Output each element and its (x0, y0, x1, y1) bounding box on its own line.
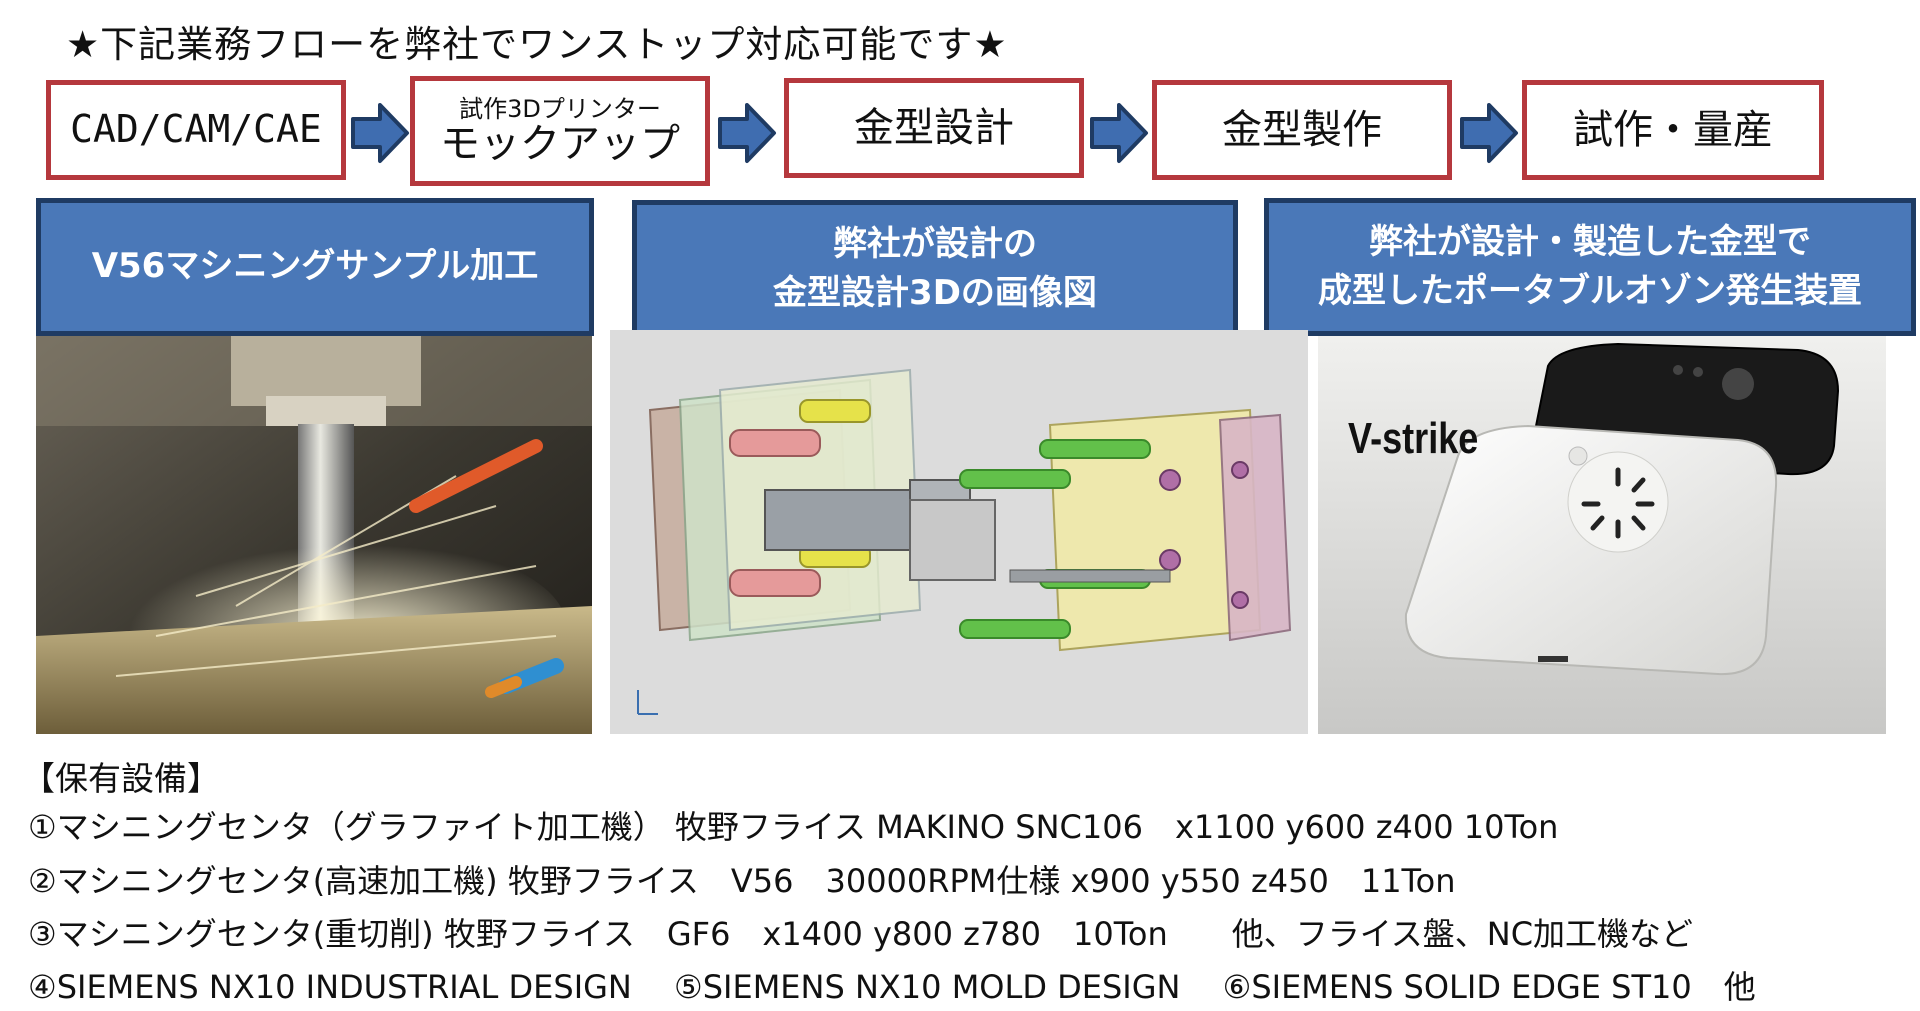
section-mold-3d-design: 弊社が設計の 金型設計3Dの画像図 (632, 200, 1238, 338)
equipment-line-4: ④SIEMENS NX10 INDUSTRIAL DESIGN ⑤SIEMENS… (28, 968, 1756, 1006)
machining-photo (36, 336, 592, 734)
flow-step-label: CAD/CAM/CAE (70, 107, 322, 152)
flow-step-label: モックアップ (440, 121, 680, 167)
flow-step-label: 金型設計 (854, 105, 1014, 151)
arrow-right-icon (351, 103, 409, 163)
flow-step-label: 試作・量産 (1573, 107, 1773, 153)
arrow-right-icon (718, 103, 776, 163)
flow-step-mold-making: 金型製作 (1152, 80, 1452, 180)
section-title-line2: 金型設計3Dの画像図 (773, 273, 1097, 313)
ozone-device-photo: V-strike (1318, 336, 1886, 734)
flow-step-cad-cam-cae: CAD/CAM/CAE (46, 80, 346, 180)
headline: ★下記業務フローを弊社でワンストップ対応可能です★ (66, 23, 1008, 66)
flow-step-production: 試作・量産 (1522, 80, 1824, 180)
equipment-line-2: ②マシニングセンタ(高速加工機) 牧野フライス V56 30000RPM仕様 x… (28, 862, 1456, 900)
section-title-line1: 弊社が設計・製造した金型で (1369, 221, 1811, 262)
device-illustration (1318, 336, 1886, 734)
section-ozone-generator: 弊社が設計・製造した金型で 成型したポータブルオゾン発生装置 (1264, 198, 1916, 336)
flow-step-mockup: 試作3Dプリンター モックアップ (410, 76, 710, 186)
arrow-right-icon (1090, 103, 1148, 163)
mold-3d-illustration (610, 330, 1308, 734)
machining-illustration (36, 336, 592, 734)
flow-step-mold-design: 金型設計 (784, 78, 1084, 178)
equipment-line-3: ③マシニングセンタ(重切削) 牧野フライス GF6 x1400 y800 z78… (28, 915, 1694, 953)
section-title-line2: 成型したポータブルオゾン発生装置 (1318, 271, 1862, 311)
section-title: V56マシニングサンプル加工 (91, 246, 539, 287)
section-title-line1: 弊社が設計の (833, 223, 1037, 264)
arrow-right-icon (1460, 103, 1518, 163)
equipment-title: 【保有設備】 (22, 759, 220, 798)
mold-3d-image (610, 330, 1308, 734)
device-brand-text: V-strike (1348, 414, 1479, 463)
equipment-line-1: ①マシニングセンタ（グラファイト加工機） 牧野フライス MAKINO SNC10… (28, 808, 1559, 846)
section-machining-sample: V56マシニングサンプル加工 (36, 198, 594, 336)
flow-step-label: 金型製作 (1222, 107, 1382, 153)
flow-step-sublabel: 試作3Dプリンター (459, 95, 661, 123)
